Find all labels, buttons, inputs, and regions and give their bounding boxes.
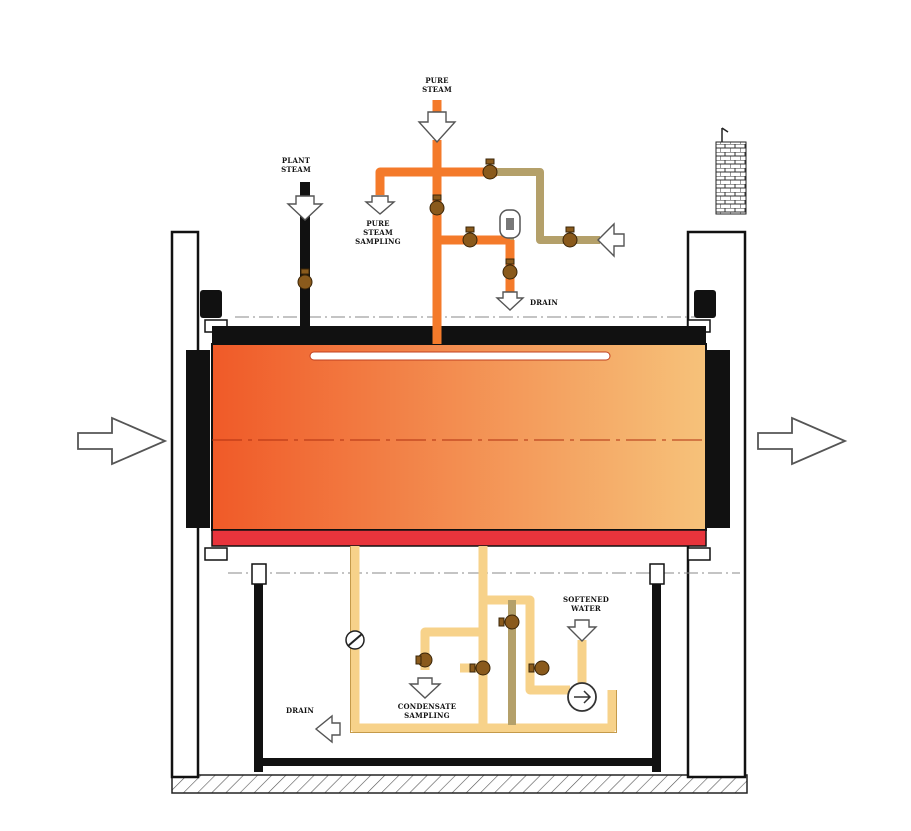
floor bbox=[171, 774, 748, 794]
softened-water-arrow-icon bbox=[566, 619, 598, 642]
svg-text:DRAIN: DRAIN bbox=[286, 706, 314, 715]
svg-text:STEAM: STEAM bbox=[422, 85, 452, 94]
pure-steam-lower-valve-icon bbox=[462, 226, 478, 248]
valves-bottom bbox=[415, 614, 550, 676]
right-door bbox=[687, 290, 730, 561]
svg-text:PURE: PURE bbox=[425, 76, 448, 85]
label-pure-steam-sampling: PURE STEAM SAMPLING bbox=[355, 219, 401, 246]
svg-text:PLANT: PLANT bbox=[282, 156, 311, 165]
svg-text:WATER: WATER bbox=[570, 604, 601, 613]
label-softened-water: SOFTENED WATER bbox=[563, 595, 609, 613]
water-inlet-arrow-icon bbox=[597, 222, 625, 258]
pure-steam-arrow-icon bbox=[417, 111, 457, 144]
cooling-water-valve-icon bbox=[498, 614, 520, 630]
water-valve-icon bbox=[562, 226, 578, 248]
load-outlet-arrow-icon bbox=[757, 416, 848, 466]
condensate-valve-icon bbox=[469, 660, 491, 676]
svg-text:SAMPLING: SAMPLING bbox=[355, 237, 401, 246]
drain-valve-icon bbox=[502, 258, 518, 280]
valves-top bbox=[297, 158, 578, 290]
svg-text:PURE: PURE bbox=[366, 219, 389, 228]
label-drain-bottom: DRAIN bbox=[286, 706, 314, 715]
label-condensate-sampling: CONDENSATE SAMPLING bbox=[398, 702, 457, 720]
condensate-sampling-arrow-icon bbox=[408, 677, 442, 699]
plant-steam-line bbox=[286, 182, 324, 328]
steam-trap-icon bbox=[499, 209, 521, 239]
pump-icon bbox=[567, 682, 597, 712]
load-inlet-arrow-icon bbox=[77, 416, 168, 466]
plant-steam-valve-icon bbox=[297, 268, 313, 290]
svg-text:CONDENSATE: CONDENSATE bbox=[398, 702, 457, 711]
svg-text:STEAM: STEAM bbox=[281, 165, 311, 174]
chimney-icon bbox=[715, 127, 747, 215]
svg-text:SAMPLING: SAMPLING bbox=[404, 711, 450, 720]
label-pure-steam: PURE STEAM bbox=[422, 76, 452, 94]
pure-steam-line bbox=[375, 100, 515, 344]
pure-steam-branch-valve-icon bbox=[482, 158, 498, 180]
top-drain-arrow-icon bbox=[495, 291, 525, 311]
bottom-drain-arrow-icon bbox=[314, 714, 341, 744]
svg-text:DRAIN: DRAIN bbox=[530, 298, 558, 307]
pure-steam-sampling-arrow-icon bbox=[364, 195, 396, 215]
label-drain-top: DRAIN bbox=[530, 298, 558, 307]
sight-glass-icon bbox=[345, 630, 365, 650]
svg-text:SOFTENED: SOFTENED bbox=[563, 595, 609, 604]
svg-text:STEAM: STEAM bbox=[363, 228, 393, 237]
support-legs bbox=[251, 563, 665, 772]
condensate-sampling-valve-icon bbox=[415, 652, 433, 668]
softened-water-valve-icon bbox=[528, 660, 550, 676]
label-plant-steam: PLANT STEAM bbox=[281, 156, 311, 174]
pure-steam-valve-icon bbox=[429, 194, 445, 216]
sterilizer-chamber bbox=[211, 326, 707, 547]
